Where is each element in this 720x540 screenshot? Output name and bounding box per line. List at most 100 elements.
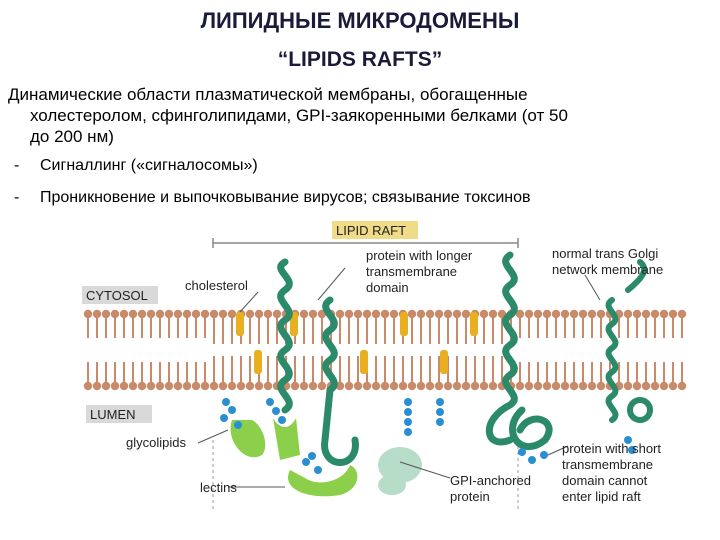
lipid-raft-label-box [332,221,418,239]
lipid-head [263,381,273,391]
lipid-head [119,381,129,391]
bullet-dash: - [14,157,20,174]
lipid-head [209,381,219,391]
lipid-head [227,381,237,391]
lipid-head [227,309,237,319]
lipid-head [92,381,102,391]
cholesterol-label: cholesterol [185,278,248,293]
lipid-head [515,381,525,391]
bullet-dash: - [14,189,20,206]
lipid-head [362,309,372,319]
lipid-head [173,381,183,391]
short-transmembrane-protein [605,259,653,423]
lipid-head [416,309,426,319]
lipid-head [272,309,282,319]
lipid-head [191,381,201,391]
lipid-head [641,309,651,319]
lipid-head [299,381,309,391]
short-protein-label-3: domain cannot [562,473,648,488]
lipid-head [101,309,111,319]
lipid-head [182,309,192,319]
lipid-head [479,309,489,319]
long-transmembrane-proteins [277,251,553,466]
lipid-head [146,309,156,319]
lipid-head [542,381,552,391]
lipid-head [353,309,363,319]
lipid-head [146,381,156,391]
lipid-head [416,381,426,391]
lipid-head [587,309,597,319]
lipid-head [524,381,534,391]
lipid-head [578,381,588,391]
lipid-head [254,381,264,391]
lipid-head [254,309,264,319]
lipid-head [299,309,309,319]
page-subtitle: “LIPIDS RAFTS” [277,48,443,71]
lipid-head [389,309,399,319]
lipid-raft-label: LIPID RAFT [336,223,406,238]
long-protein-label-3: domain [366,280,409,295]
lipid-head [380,309,390,319]
lipid-head [425,381,435,391]
lipid-head [461,309,471,319]
lipid-head [650,309,660,319]
lipid-head [236,381,246,391]
gpi-anchored-protein [378,447,422,483]
cytosol-label-box [82,286,158,304]
lipid-head [110,309,120,319]
lipid-head [164,381,174,391]
lipid-head [371,309,381,319]
lipid-head [83,309,93,319]
lipid-head [542,309,552,319]
lipid-head [155,309,165,319]
glycolipids-label: glycolipids [126,435,186,450]
lipid-head [452,381,462,391]
lipid-head [308,381,318,391]
bullet-item: -Проникновение и выпочковывание вирусов;… [14,189,530,207]
lipid-head [425,309,435,319]
lipid-head [389,381,399,391]
lipid-head [668,309,678,319]
lipid-head [137,309,147,319]
lipid-head [407,309,417,319]
lipid-head [164,309,174,319]
description-line-1: Динамические области плазматической мемб… [8,85,528,104]
lipid-head [560,381,570,391]
lipid-head [533,381,543,391]
lipid-head [578,309,588,319]
lipid-head [641,381,651,391]
lipid-head [569,309,579,319]
long-protein-label-2: transmembrane [366,264,457,279]
lipid-head [488,309,498,319]
lipid-head [623,381,633,391]
lipid-head [443,381,453,391]
lipid-bilayer [83,309,687,391]
short-protein-label-1: protein with short [562,441,661,456]
lipid-head [245,381,255,391]
lipid-head [218,309,228,319]
lipid-head [452,309,462,319]
lipid-head [92,309,102,319]
bullet-item: - Сигналлинг («сигналосомы») [14,157,258,175]
short-protein-label-2: transmembrane [562,457,653,472]
bullet-text: Сигналлинг («сигналосомы») [40,157,258,174]
lipid-head [344,381,354,391]
lipid-head [596,381,606,391]
lipid-head [623,309,633,319]
lipid-head [362,381,372,391]
lipid-head [308,309,318,319]
lipid-head [434,381,444,391]
lipid-head [353,381,363,391]
lumen-label: LUMEN [90,407,136,422]
lipid-head [524,309,534,319]
lipid-head [137,381,147,391]
lipid-head [101,381,111,391]
lipid-head [650,381,660,391]
description-line-2: холестеролом, сфинголипидами, GPI-заякор… [30,106,568,125]
lipid-head [173,309,183,319]
lipid-head [560,309,570,319]
lipid-head [191,309,201,319]
lipid-head [488,381,498,391]
lipid-head [461,381,471,391]
